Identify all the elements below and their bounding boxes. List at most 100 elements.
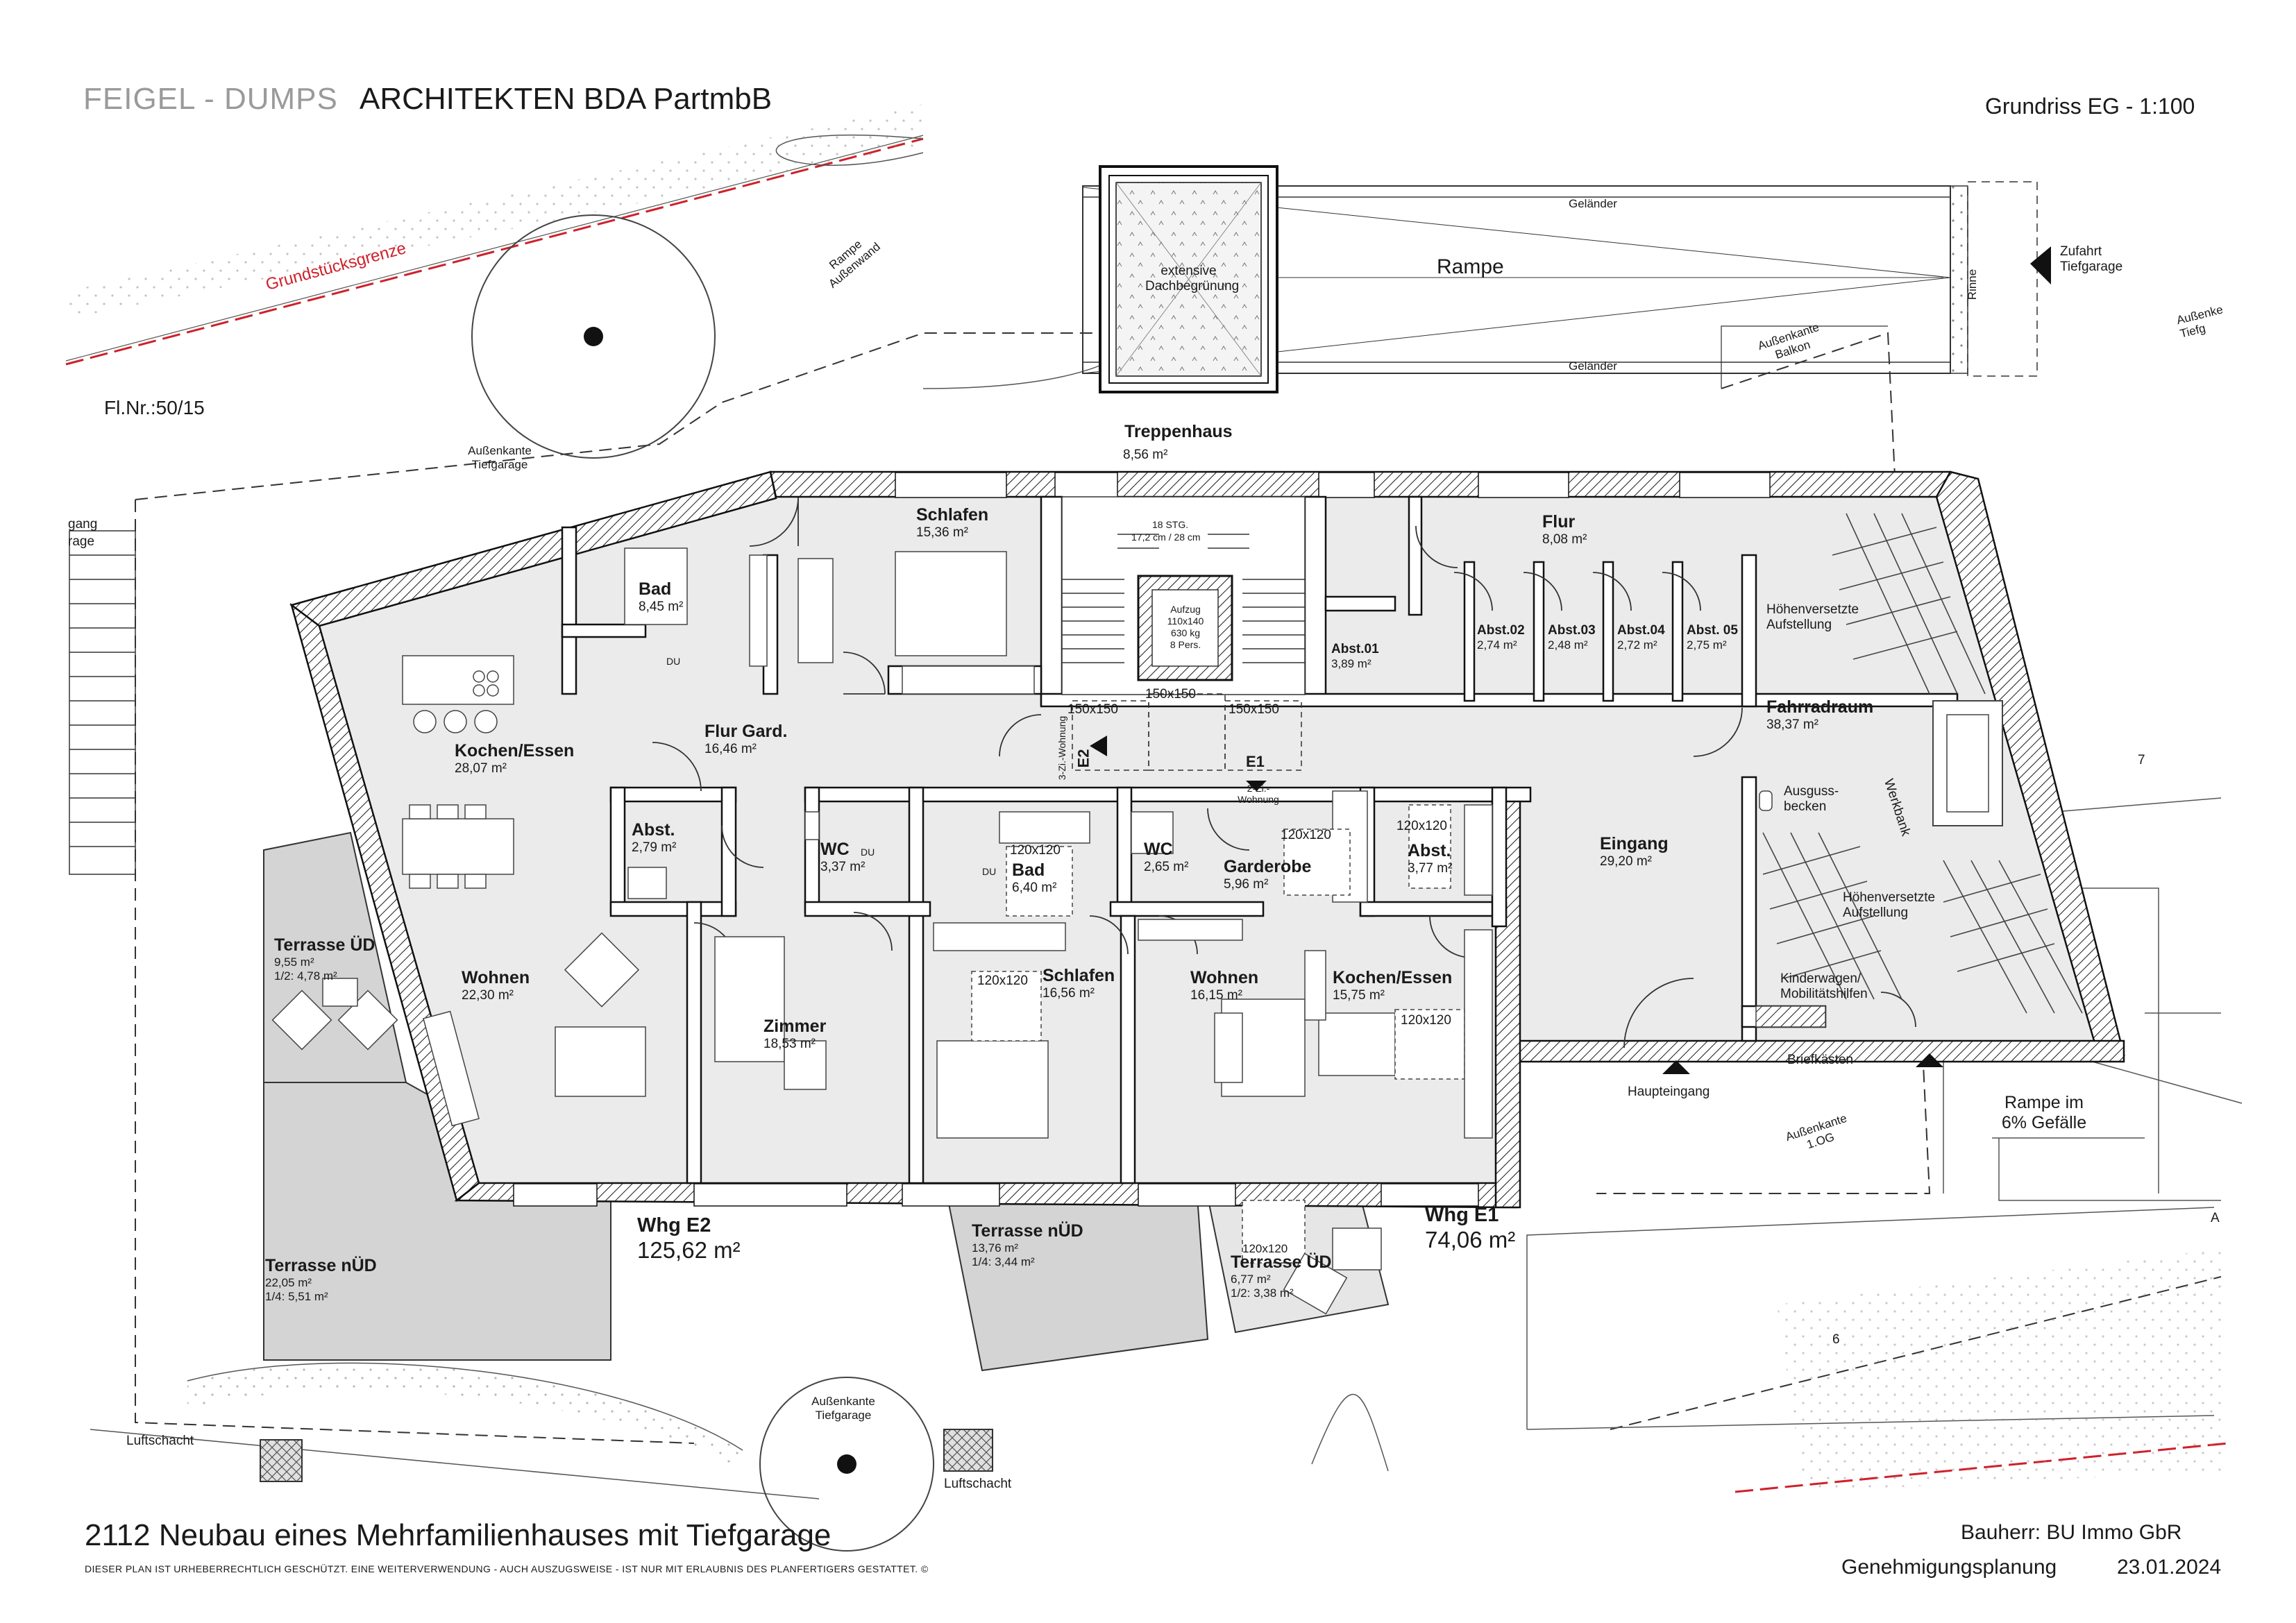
bike-rack-label-1: Höhenversetzte Aufstellung <box>1766 602 1859 632</box>
garage-access-arrow <box>2030 246 2051 284</box>
unit-tag-e2: E2 <box>1074 749 1092 768</box>
clearance-2: 150x150 <box>1145 687 1196 702</box>
terrace-area: 6,77 m² <box>1231 1273 1271 1286</box>
terrace-name: Terrasse ÜD <box>1231 1252 1332 1272</box>
room-wohnen-e2: Wohnen 22,30 m² <box>462 968 530 1003</box>
room-area: 16,56 m² <box>1043 986 1095 1001</box>
stair-area: 8,56 m² <box>1123 448 1168 462</box>
room-name: Kochen/Essen <box>1333 968 1453 987</box>
bike-rack-label-2: Höhenversetzte Aufstellung <box>1843 890 1936 920</box>
room-area: 22,30 m² <box>462 988 514 1003</box>
railing-bottom-label: Geländer <box>1569 359 1617 373</box>
room-area: 28,07 m² <box>455 761 507 776</box>
main-entry-label: Haupteingang <box>1628 1085 1710 1099</box>
room-flur: Flur 8,08 m² <box>1542 512 1587 547</box>
room-name: Eingang <box>1600 834 1669 853</box>
planning-phase: Genehmigungsplanung <box>1841 1556 2057 1579</box>
windows <box>513 472 1771 1207</box>
terrace-name: Terrasse nÜD <box>265 1256 377 1275</box>
clearance-schlafen-e1: 120x120 <box>977 974 1028 988</box>
room-abst02: Abst.02 2,74 m² <box>1477 623 1525 652</box>
room-zimmer: Zimmer 18,53 m² <box>763 1017 826 1052</box>
room-area: 3,37 m² <box>820 860 866 874</box>
terrace-ued-e2: Terrasse ÜD 9,55 m² 1/2: 4,78 m² <box>274 935 375 983</box>
room-area: 2,65 m² <box>1144 860 1189 874</box>
room-area: 2,72 m² <box>1617 638 1657 652</box>
exterior-stair-left <box>69 530 136 875</box>
shower-label-e1: DU <box>982 866 997 877</box>
terrace-nued-e1: Terrasse nÜD 13,76 m² 1/4: 3,44 m² <box>972 1221 1083 1269</box>
project-title: 2112 Neubau eines Mehrfamilienhauses mit… <box>85 1518 832 1552</box>
room-area: 15,36 m² <box>916 525 968 540</box>
room-area: 18,53 m² <box>763 1037 816 1051</box>
terrace-area: 13,76 m² <box>972 1241 1019 1255</box>
clearance-bad-e1: 120x120 <box>1010 843 1061 858</box>
room-name: Abst.04 <box>1617 623 1665 638</box>
bike-racks <box>1762 513 2083 1014</box>
room-name: Abst. 05 <box>1687 623 1738 638</box>
terrace-ued-e1: Terrasse ÜD 6,77 m² 1/2: 3,38 m² <box>1231 1252 1331 1300</box>
terrace-half-area: 1/2: 3,38 m² <box>1231 1286 1294 1300</box>
ramp-slope-label: Rampe im 6% Gefälle <box>2001 1093 2087 1132</box>
doors <box>652 497 1916 1048</box>
room-bad-e2: Bad 8,45 m² <box>639 579 683 615</box>
garage-edge-label: Außenkante Tiefgarage <box>468 444 532 471</box>
unit-area: 125,62 m² <box>637 1237 741 1263</box>
room-name: Flur Gard. <box>704 722 788 741</box>
unit-tag-e1: E1 <box>1246 753 1265 770</box>
room-name: Wohnen <box>1190 968 1259 987</box>
room-name: Kochen/Essen <box>455 741 575 760</box>
terrace-nued-e2: Terrasse nÜD 22,05 m² 1/4: 5,51 m² <box>265 1256 377 1304</box>
room-area: 15,75 m² <box>1333 988 1385 1003</box>
room-area: 3,89 m² <box>1331 657 1371 670</box>
entry-arrows <box>1662 1053 1943 1074</box>
room-area: 2,79 m² <box>632 840 677 855</box>
lift-persons: 8 Pers. <box>1170 639 1201 650</box>
room-abst03: Abst.03 2,48 m² <box>1548 623 1596 652</box>
green-roof-label: extensive Dachbegrünung <box>1145 264 1240 294</box>
stair-steps: 18 STG. <box>1152 519 1189 530</box>
air-shafts <box>260 1429 993 1482</box>
client-name: Bauherr: BU Immo GbR <box>1961 1521 2182 1544</box>
room-abst-e1: Abst. 3,77 m² <box>1408 841 1452 876</box>
terrace-quarter-area: 1/4: 3,44 m² <box>972 1255 1035 1268</box>
room-name: Bad <box>1012 860 1045 880</box>
room-eingang: Eingang 29,20 m² <box>1600 834 1669 869</box>
unit-name: Whg E2 <box>637 1214 711 1237</box>
room-wohnen-e1: Wohnen 16,15 m² <box>1190 968 1258 1003</box>
terrace-area: 9,55 m² <box>274 955 314 969</box>
terrace-name: Terrasse nÜD <box>972 1221 1083 1241</box>
room-name: Wohnen <box>462 968 530 987</box>
room-fahrradraum: Fahrradraum 38,37 m² <box>1766 697 1873 733</box>
room-abst01: Abst.01 3,89 m² <box>1331 642 1379 671</box>
room-area: 2,48 m² <box>1548 638 1588 652</box>
room-area: 3,77 m² <box>1408 861 1453 876</box>
plan-date: 23.01.2024 <box>2117 1556 2222 1579</box>
firm-name-grey: FEIGEL - DUMPS <box>83 82 338 116</box>
terrace-name: Terrasse ÜD <box>274 935 375 955</box>
partial-label-right: A <box>2211 1211 2220 1225</box>
room-name: WC <box>1144 840 1173 859</box>
parcel-number: Fl.Nr.:50/15 <box>104 397 205 418</box>
room-name: Fahrradraum <box>1766 697 1874 717</box>
lift-label: Aufzug <box>1170 604 1201 615</box>
shower-label-e2-wc: DU <box>861 847 875 858</box>
room-name: Flur <box>1542 512 1576 532</box>
sink-label: Ausguss- becken <box>1784 784 1839 814</box>
room-area: 16,15 m² <box>1190 988 1242 1003</box>
ramp-label: Rampe <box>1437 255 1504 278</box>
terrace-area: 22,05 m² <box>265 1276 312 1289</box>
stair-name: Treppenhaus <box>1124 422 1233 441</box>
clearance-terrace-e1: 120x120 <box>1242 1242 1288 1255</box>
room-name: Abst.03 <box>1548 623 1596 638</box>
firm-name-black: ARCHITEKTEN BDA PartmbB <box>360 82 773 116</box>
room-flur-gard: Flur Gard. 16,46 m² <box>704 722 787 757</box>
unit-area: 74,06 m² <box>1425 1227 1516 1252</box>
lot-number-7: 7 <box>2138 753 2145 767</box>
room-schlafen-e2: Schlafen 15,36 m² <box>916 505 988 541</box>
unit-e2: Whg E2 125,62 m² <box>637 1214 741 1264</box>
room-area: 16,46 m² <box>704 742 757 756</box>
clearance-3: 150x150 <box>1229 702 1279 717</box>
unit-tag-e2-sub: 3-Zi.-Wohnung <box>1056 715 1067 781</box>
